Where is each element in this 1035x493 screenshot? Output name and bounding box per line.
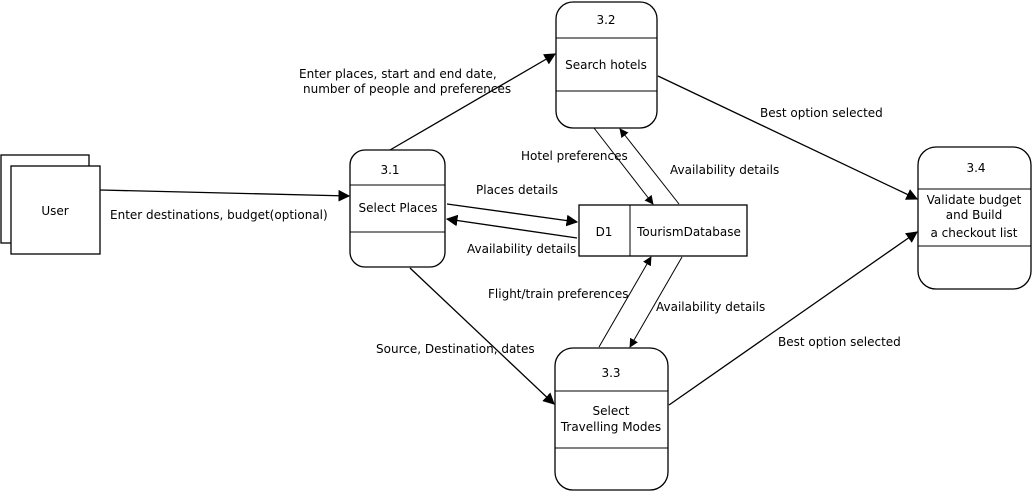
flow-3-2-to-store-label: Hotel preferences [521,149,628,163]
flow-store-to-3-1: Availability details [445,214,578,256]
process-3-1: 3.1 Select Places [349,149,446,268]
flow-store-to-3-1-label: Availability details [467,242,576,256]
process-3-3-box [554,347,669,491]
flow-3-2-to-3-4-label: Best option selected [760,106,883,120]
process-3-3-id: 3.3 [601,366,620,380]
flow-3-3-to-store: Flight/train preferences [488,256,652,348]
data-store-id: D1 [596,225,613,239]
process-3-1-id: 3.1 [380,163,399,177]
process-3-2-id: 3.2 [596,13,615,27]
flow-store-to-3-1-arrow [445,214,578,239]
flow-3-1-to-store: Places details [446,183,579,227]
process-3-4-id: 3.4 [966,161,985,175]
process-3-4-label-line2: and Build [946,208,1003,222]
data-store-box [578,204,748,257]
flow-3-2-to-3-4-arrow [657,75,919,200]
process-3-4-label-line3: a checkout list [931,226,1018,240]
flow-3-3-to-3-4-arrow [668,231,918,406]
flow-3-3-to-3-4-label: Best option selected [778,335,901,349]
process-3-2-label: Search hotels [565,58,647,72]
flow-store-to-3-3: Availability details [629,256,765,348]
process-3-3-label-line2: Travelling Modes [560,420,661,434]
data-store-label: TourismDatabase [636,225,741,239]
flow-3-1-to-3-2-label-line1: Enter places, start and end date, [299,67,497,81]
flow-user-to-3-1-arrow [99,189,351,202]
user-entity-front [10,165,101,255]
flow-3-1-to-3-3-label: Source, Destination, dates [376,342,535,356]
data-store-d1: D1 TourismDatabase [578,204,748,257]
flow-3-3-to-store-label: Flight/train preferences [488,287,628,301]
flow-3-2-to-store: Hotel preferences [521,127,654,205]
process-3-2: 3.2 Search hotels [555,1,658,129]
external-entity-user: User [0,154,101,255]
flow-store-to-3-2-label: Availability details [670,163,779,177]
process-3-4-box [917,146,1032,290]
flow-3-2-to-3-4: Best option selected [657,75,919,200]
process-3-3-label-line1: Select [592,404,629,418]
flow-3-3-to-store-arrow [598,256,652,348]
flow-3-3-to-3-4: Best option selected [668,231,918,406]
flow-user-to-3-1: Enter destinations, budget(optional) [99,189,351,222]
flow-3-1-to-3-2-arrow [389,53,557,151]
flow-3-1-to-3-2-label-line2: number of people and preferences [303,82,511,96]
flow-3-2-to-store-arrow [593,127,654,205]
flow-store-to-3-2-arrow [619,128,680,205]
flow-store-to-3-2: Availability details [619,128,779,205]
process-3-4: 3.4 Validate budget and Build a checkout… [917,146,1032,290]
process-3-3: 3.3 Select Travelling Modes [554,347,669,491]
process-3-4-label-line1: Validate budget [927,193,1022,207]
process-3-1-box [349,149,446,268]
flow-user-to-3-1-label: Enter destinations, budget(optional) [110,208,328,222]
flow-3-1-to-3-3: Source, Destination, dates [376,267,555,405]
flow-store-to-3-3-arrow [629,256,683,348]
process-3-2-box [555,1,658,129]
flow-store-to-3-3-label: Availability details [656,300,765,314]
process-3-1-label: Select Places [359,201,438,215]
flow-3-1-to-3-2: Enter places, start and end date, number… [299,53,557,151]
flow-3-1-to-store-arrow [446,203,579,227]
flow-3-1-to-store-label: Places details [476,183,558,197]
user-entity-label: User [41,204,68,218]
flow-3-1-to-3-3-arrow [409,267,555,405]
